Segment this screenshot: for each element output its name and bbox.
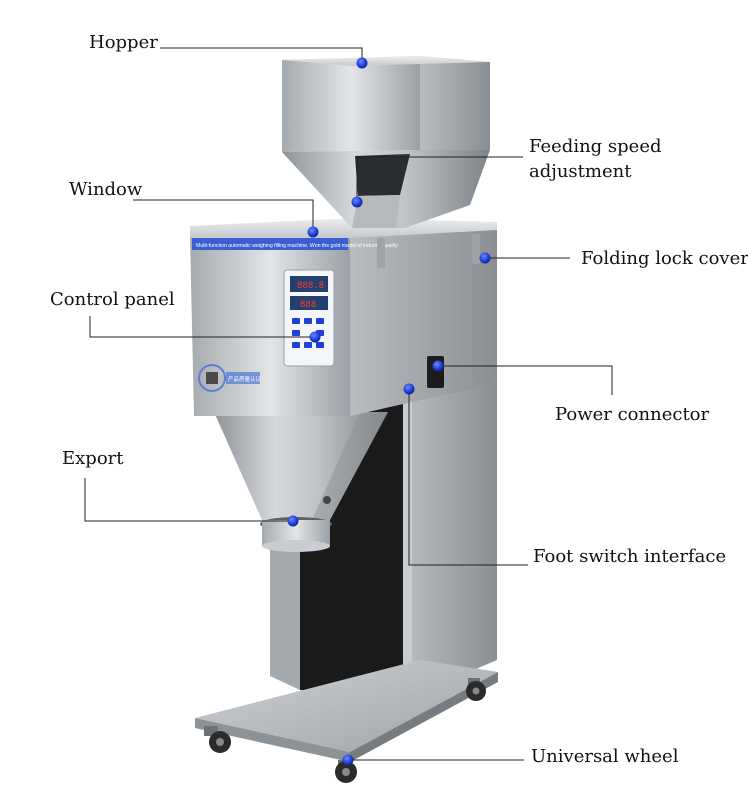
badge-text: 产品质量认证 xyxy=(228,375,262,383)
hopper xyxy=(282,56,490,228)
wheel-front-left xyxy=(204,726,231,753)
lock-clip-right xyxy=(472,234,480,264)
label-window: Window xyxy=(69,179,143,200)
label-power-connector: Power connector xyxy=(555,404,710,425)
leader-feeding-speed xyxy=(356,156,523,202)
dot-feeding-speed xyxy=(351,196,363,208)
dot-foot-switch xyxy=(403,383,415,395)
label-control-panel: Control panel xyxy=(50,289,175,310)
base-plate xyxy=(195,660,498,762)
dot-hopper xyxy=(356,57,368,69)
leader-foot-switch xyxy=(408,389,528,566)
leader-window xyxy=(133,199,314,232)
marker-dots xyxy=(287,57,491,766)
leader-power-connector xyxy=(438,365,613,395)
power-socket xyxy=(427,356,444,388)
label-folding-lock-cover: Folding lock cover xyxy=(581,248,748,269)
label-feeding-speed-line1: Feeding speed xyxy=(529,136,662,157)
labels: Hopper Feeding speed adjustment Window F… xyxy=(50,32,748,767)
lock-clip-left xyxy=(377,238,385,268)
wheel-front-right xyxy=(335,760,357,783)
dot-universal-wheel xyxy=(342,754,354,766)
dot-control-panel xyxy=(309,331,321,343)
label-foot-switch-interface: Foot switch interface xyxy=(533,546,726,567)
dot-export xyxy=(287,515,299,527)
dot-power-connector xyxy=(432,360,444,372)
top-banner-text: Multi-function automatic weighing fillin… xyxy=(196,243,398,249)
leader-export xyxy=(84,478,293,522)
dot-folding-lock xyxy=(479,252,491,264)
dot-window xyxy=(307,226,319,238)
main-body: Multi-function automatic weighing fillin… xyxy=(190,218,497,416)
leader-control-panel xyxy=(89,316,315,338)
certificate-badge: 产品质量认证 xyxy=(198,364,262,392)
wheel-back-right xyxy=(466,678,486,701)
display-2: 888 xyxy=(300,300,316,310)
top-banner xyxy=(192,238,348,250)
label-universal-wheel: Universal wheel xyxy=(531,746,679,767)
control-panel-device: 888.8 888 xyxy=(283,269,335,367)
label-feeding-speed-line2: adjustment xyxy=(529,161,632,182)
label-export: Export xyxy=(62,448,124,469)
machine-illustration: Multi-function automatic weighing fillin… xyxy=(190,56,498,783)
display-1: 888.8 xyxy=(297,281,324,291)
label-hopper: Hopper xyxy=(89,32,158,53)
universal-wheel-group xyxy=(204,678,486,783)
